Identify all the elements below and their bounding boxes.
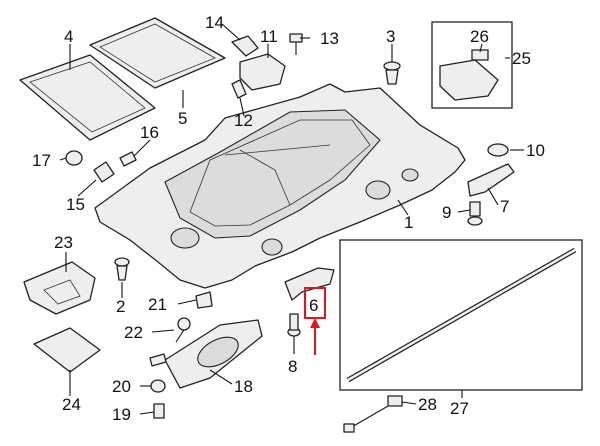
bracket-part-14 (231, 35, 259, 57)
callout-11: 11 (260, 27, 278, 46)
callout-15: 15 (66, 195, 85, 214)
callout-17: 17 (32, 151, 51, 170)
callout-25: 25 (512, 49, 531, 68)
callout-20: 20 (112, 377, 131, 396)
screw-part-19 (153, 403, 165, 419)
callout-14: 14 (205, 13, 224, 32)
callout-7: 7 (500, 197, 509, 216)
bracket-part-6 (284, 267, 335, 301)
clip-part-3 (383, 61, 401, 85)
callout-8: 8 (288, 357, 297, 376)
callout-16: 16 (140, 123, 159, 142)
clip-part-2 (114, 257, 130, 281)
leader-lines (59, 23, 524, 415)
lamp-part-11 (239, 53, 286, 91)
callout-9: 9 (442, 203, 451, 222)
callout-19: 19 (112, 405, 131, 424)
grab-handle-box (431, 21, 513, 109)
callout-22: 22 (124, 323, 143, 342)
highlight-arrow-head (310, 318, 320, 328)
screw-part-22 (175, 317, 191, 343)
callout-10: 10 (526, 141, 545, 160)
callout-5: 5 (178, 109, 187, 128)
headliner-part (94, 83, 466, 289)
callout-4: 4 (64, 27, 73, 46)
callout-2: 2 (116, 297, 125, 316)
callout-26: 26 (470, 27, 489, 46)
callout-labels: 4 5 14 11 13 12 3 26 25 10 7 9 1 16 17 1… (32, 13, 545, 424)
harness-part-28 (343, 395, 403, 433)
grommet-part-17 (65, 150, 83, 166)
sunshade-panel-part (89, 17, 226, 89)
callout-12: 12 (234, 111, 253, 130)
callout-3: 3 (386, 27, 395, 46)
callout-18: 18 (234, 377, 253, 396)
callout-21: 21 (148, 295, 167, 314)
clip-part-12 (231, 79, 247, 99)
console-part-23 (23, 261, 96, 315)
cover-part-24 (33, 327, 101, 373)
callout-28: 28 (418, 395, 437, 414)
nut-part-20 (150, 379, 166, 393)
callout-1: 1 (404, 213, 413, 232)
handle-part-7 (467, 163, 515, 197)
connector-part-16 (119, 151, 137, 167)
screw-part-8 (287, 313, 301, 337)
cap-part-10 (487, 143, 509, 157)
callout-27: 27 (450, 399, 469, 418)
sun-visor-part-18 (149, 319, 263, 389)
callout-6: 6 (309, 296, 318, 315)
highlight-callout-6 (304, 287, 326, 355)
screw-part-9 (467, 201, 483, 226)
callout-13: 13 (320, 29, 339, 48)
bracket-part-21 (195, 291, 213, 309)
screw-part-13 (289, 33, 303, 55)
callout-24: 24 (62, 395, 81, 414)
trim-strip-box (339, 239, 583, 391)
callout-23: 23 (54, 233, 73, 252)
lamp-part-15 (93, 161, 115, 183)
